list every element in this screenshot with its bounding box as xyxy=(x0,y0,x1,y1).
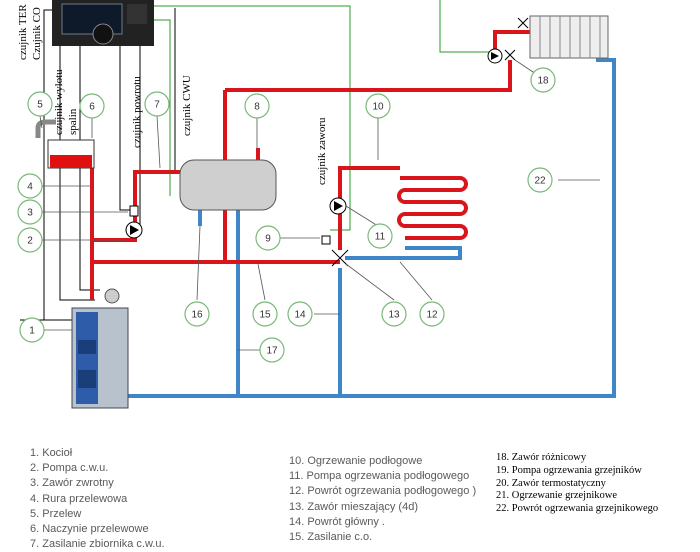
controller-panel xyxy=(52,0,154,46)
boiler xyxy=(71,288,129,409)
legend-mid-item: 15. Zasilanie c.o. xyxy=(289,531,373,544)
thermostatic-valve xyxy=(517,17,529,29)
legend-left-item: 7. Zasilanie zbiornika c.w.u. xyxy=(30,538,165,551)
legend-left-item: 1. Kocioł xyxy=(30,447,73,459)
legend-right-item: 18. Zawór różnicowy xyxy=(496,452,587,463)
legend-mid-item: 12. Powrót ogrzewania podłogowego ) xyxy=(289,485,477,498)
pump-cwu xyxy=(125,221,143,239)
legend-right-item: 20. Zawór termostatyczny xyxy=(496,477,606,489)
pump-floor xyxy=(329,197,347,215)
hot-water-tank xyxy=(179,159,277,211)
legend-mid-item: 11. Pompa ogrzewania podłogowego xyxy=(289,470,470,483)
legend-right-item: 21. Ogrzewanie grzejnikowe xyxy=(496,490,617,502)
legend-left-item: 4. Rura przelewowa xyxy=(30,492,128,505)
legend-middle: 10. Ogrzewanie podłogowe 11. Pompa ogrzew… xyxy=(289,454,476,545)
legend-left-item: 5. Przelew xyxy=(30,507,82,520)
check-valve xyxy=(129,205,139,217)
legend-left-item: 6. Naczynie przelewowe xyxy=(30,523,149,536)
legend-left: 1. Kocioł 2. Pompa c.w.u. 3. Zawór zwrotny… xyxy=(30,446,165,552)
supply-pipes xyxy=(90,30,530,300)
legend-right-item: 22. Powrót ogrzewania grzejnikowego xyxy=(496,503,659,515)
legend-left-item: 3. Zawór zwrotny xyxy=(30,477,114,490)
mixing-valve xyxy=(321,235,349,267)
legend-mid-item: 14. Powrót główny . xyxy=(289,515,385,528)
pump-radiator xyxy=(487,48,503,64)
legend-mid-item: 13. Zawór mieszający (4d) xyxy=(289,500,418,513)
legend-right-item: 19. Pompa ogrzewania grzejników xyxy=(496,464,642,476)
differential-valve xyxy=(504,49,516,61)
legend-mid-item: 10. Ogrzewanie podłogowe xyxy=(289,455,423,467)
legend-left-item: 2. Pompa c.w.u. xyxy=(30,462,109,475)
sensor-wires xyxy=(20,8,176,321)
floor-heating-coil xyxy=(397,176,468,240)
expansion-vessel xyxy=(35,119,95,169)
callout-leaders xyxy=(39,59,600,351)
radiator xyxy=(529,15,609,59)
return-pipes xyxy=(128,58,616,398)
